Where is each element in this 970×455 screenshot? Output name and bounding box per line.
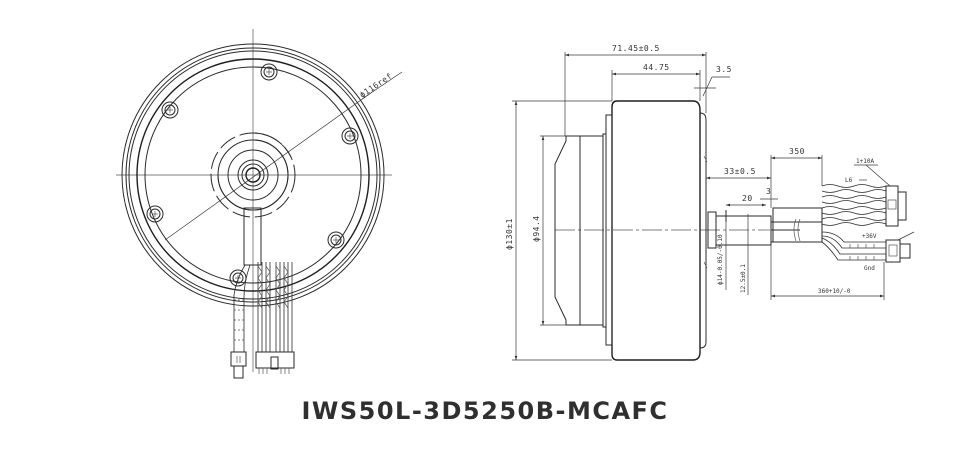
screw-icon [327,231,345,249]
shaft [715,215,772,246]
dim-outer-diameter: ϕ130±1 [505,218,514,250]
dim-shaft-diameter: ϕ14-0.05/-0.10 [717,234,724,285]
signal-wire-label: L6 [845,177,853,184]
dim-body-length: 44.75 [643,63,670,72]
front-diameter-label: ϕ116ref [358,71,394,99]
dim-shaft-flat-offset: 3 [766,187,771,196]
outer-ring [121,43,385,307]
dim-cable-length-top: 350 [789,147,805,156]
dim-shaft-flat-length: 20 [742,194,753,203]
screw-icon [341,127,359,145]
outer-ring-2 [125,47,381,303]
power-connector [885,239,901,263]
power-cable: +36V Gnd [821,231,915,272]
cover-ring [136,58,370,292]
screw-icon [161,101,179,119]
hub [210,132,296,218]
dim-shaft-flat-height: 12.5±0.1 [740,264,747,293]
ground-wire-label: Gnd [864,265,875,272]
dim-shaft-length: 33±0.5 [724,167,756,176]
screw-icon [229,269,247,287]
positive-wire-label: +36V [862,233,877,240]
dim-cable-length-bottom: 360+10/-0 [818,288,851,295]
screws [146,63,359,287]
screw-icon [260,63,278,81]
front-cable-exit [230,207,295,379]
front-cap [554,135,581,326]
dim-inner-diameter: ϕ94.4 [532,215,541,242]
side-view: 1+10A L6 +36V Gnd 71.45±0.5 44.75 [505,44,915,361]
dimensions: 71.45±0.5 44.75 3.5 33±0.5 350 20 3 [505,44,885,361]
dim-overall-length: 71.45±0.5 [612,44,660,53]
cover-inner-ring [144,66,362,284]
screw-icon [146,205,164,223]
outer-ring-3 [128,50,378,300]
motor-body [611,100,701,361]
signal-cable: 1+10A L6 [821,158,907,227]
front-view: ϕ116ref [116,29,403,379]
rear-rim [699,112,707,349]
signal-connector-label: 1+10A [856,158,874,165]
dim-flange-offset: 3.5 [716,65,732,74]
model-name-title: IWS50L-3D5250B-MCAFC [301,397,669,425]
diameter-leader [164,89,376,241]
